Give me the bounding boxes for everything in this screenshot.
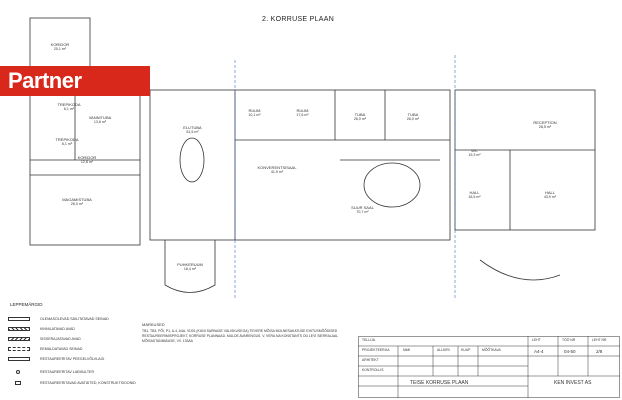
tb-sheet-code: A4-4 [534, 349, 544, 354]
tb-drawing-title: TEISE KORRUSE PLAAN [410, 380, 469, 386]
legend-swatch-removed-walls [8, 347, 30, 351]
title-block: TELLIJA PROJEKTEERIJA ARHITEKT KONTROLLI… [358, 336, 620, 398]
tb-label-too-nr: TÖÖ NR [562, 338, 576, 342]
tb-label-leht-nr: LEHT NR [592, 338, 607, 342]
tb-label-nimi: NIMI [403, 348, 411, 352]
legend-item: RESTAUREERITAV LAEMULTER [40, 370, 95, 374]
legend-item: KINNILATAVAD AVAD [40, 327, 75, 331]
tb-label-arhitekt: ARHITEKT [362, 358, 379, 362]
legend-item: EEMALDATAVAD SEINAD [40, 347, 83, 351]
tb-label-allkiri: ALLKIRI [437, 348, 450, 352]
partner-logo: Partner [0, 66, 150, 96]
tb-label-kontrollis: KONTROLLIS [362, 368, 384, 372]
main-block-outline [149, 89, 451, 241]
legend-item: RESTAUREERITAVAD AVATÄITED, KONSTRUKTSIO… [40, 381, 136, 385]
legend-title: LEPPEMÄRGID [10, 302, 43, 307]
tb-work-no: 04-50 [564, 349, 576, 354]
tb-label-kuup: KUUP [461, 348, 471, 352]
legend-swatch-ceiling [16, 370, 20, 374]
legend-swatch-existing-walls [8, 317, 30, 321]
tb-label-projekteerija: PROJEKTEERIJA [362, 348, 390, 352]
legend-swatch-vault [8, 357, 30, 361]
plan-title: 2. KORRUSE PLAAN [262, 16, 335, 23]
legend-item: RESTAUREERITAV PEEGELVÕLVLAGI [40, 357, 105, 361]
right-wing-outline [454, 89, 596, 231]
notes-block: MÄRKUSED TB1, TB3, PÕI, P1, A-4, A4A, VÜ… [142, 322, 370, 344]
legend-item: OLEMASOLEVAD SÄILITATAVAD SEINAD [40, 317, 109, 321]
title-block-grid [358, 336, 620, 398]
notes-title: MÄRKUSED [142, 322, 165, 327]
tb-company: KEN INVEST AS [554, 380, 592, 386]
tb-sheet-no: 2/8 [596, 349, 603, 354]
legend-swatch-closed-openings [8, 327, 30, 331]
tb-label-leht: LEHT [532, 338, 541, 342]
notes-text: TB1, TB3, PÕI, P1, A-4, A4A, VÜ01 (KUNI … [142, 329, 339, 343]
tb-label-mootkava: MÕÕTKAVA [482, 348, 501, 352]
legend-item: SISSERAJATAVAD AVAD [40, 337, 81, 341]
tb-label-tellija: TELLIJA [362, 338, 376, 342]
legend-swatch-fillings [15, 381, 21, 385]
legend-swatch-new-openings [8, 337, 30, 341]
